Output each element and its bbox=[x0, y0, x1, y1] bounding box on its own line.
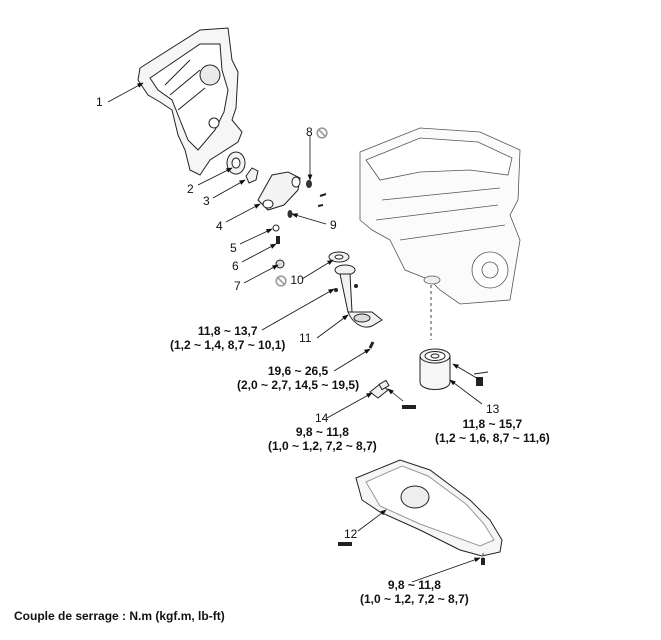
part-label-2: 2 bbox=[187, 182, 194, 196]
torque-alt: (1,0 ~ 1,2, 7,2 ~ 8,7) bbox=[268, 439, 377, 453]
sealant-tube-icon bbox=[338, 542, 352, 546]
oil-pump-inner-rotor-part bbox=[245, 167, 259, 184]
torque-nm: 11,8 ~ 13,7 bbox=[197, 324, 258, 338]
torque-alt: (1,0 ~ 1,2, 7,2 ~ 8,7) bbox=[360, 592, 469, 606]
part-label-3: 3 bbox=[203, 194, 210, 208]
relief-valve-part bbox=[272, 224, 280, 232]
torque-spec-oil-filter: 11,8 ~ 15,7 (1,2 ~ 1,6, 8,7 ~ 11,6) bbox=[435, 417, 550, 445]
o-ring-part bbox=[287, 210, 293, 218]
torque-nm: 19,6 ~ 26,5 bbox=[267, 364, 329, 378]
torque-units-caption: Couple de serrage : N.m (kgf.m, lb-ft) bbox=[14, 609, 225, 623]
drain-bolt-part bbox=[481, 558, 485, 565]
part-label-12: 12 bbox=[344, 527, 358, 541]
leader-lines bbox=[107, 82, 483, 583]
timing-chain-cover-part bbox=[137, 27, 243, 176]
torque-alt: (1,2 ~ 1,6, 8,7 ~ 11,6) bbox=[435, 431, 550, 445]
torque-nm: 9,8 ~ 11,8 bbox=[387, 578, 441, 592]
oil-pan-part bbox=[355, 459, 503, 557]
part-number: 10 bbox=[290, 273, 304, 288]
torque-spec-oil-pan: 9,8 ~ 11,8 (1,0 ~ 1,2, 7,2 ~ 8,7) bbox=[360, 578, 469, 606]
relief-plug-part bbox=[275, 259, 285, 269]
oil-pump-cover-part bbox=[257, 171, 301, 211]
oil-filter-part bbox=[419, 348, 451, 390]
oil-seal-part bbox=[306, 180, 312, 188]
part-label-8: 8 bbox=[306, 126, 328, 139]
part-label-5: 5 bbox=[230, 241, 237, 255]
torque-alt: (1,2 ~ 1,4, 8,7 ~ 10,1) bbox=[170, 338, 286, 352]
torque-nm: 11,8 ~ 15,7 bbox=[462, 417, 523, 431]
prohibited-circle-icon bbox=[275, 275, 287, 287]
prohibited-circle-icon bbox=[316, 127, 328, 139]
part-label-14: 14 bbox=[315, 411, 329, 425]
torque-nm: 9,8 ~ 11,8 bbox=[295, 425, 349, 439]
part-number: 8 bbox=[306, 125, 313, 140]
oil-pressure-switch-part bbox=[369, 379, 390, 399]
oil-screen-gasket-part bbox=[328, 251, 350, 263]
part-label-6: 6 bbox=[232, 259, 239, 273]
sealant-tube-icon bbox=[402, 405, 416, 409]
torque-spec-drain-plug: 19,6 ~ 26,5 (2,0 ~ 2,7, 14,5 ~ 19,5) bbox=[237, 364, 359, 392]
part-label-13: 13 bbox=[486, 402, 500, 416]
relief-spring-part bbox=[276, 236, 280, 244]
part-label-4: 4 bbox=[216, 219, 223, 233]
oil-can-icon bbox=[473, 371, 489, 386]
torque-alt: (2,0 ~ 2,7, 14,5 ~ 19,5) bbox=[237, 378, 360, 392]
oil-screen-part bbox=[334, 264, 383, 328]
part-label-7: 7 bbox=[234, 279, 241, 293]
bolt-part bbox=[317, 193, 327, 207]
part-label-10: 10 bbox=[275, 274, 304, 287]
torque-spec-pressure-switch: 9,8 ~ 11,8 (1,0 ~ 1,2, 7,2 ~ 8,7) bbox=[268, 425, 377, 453]
part-label-1: 1 bbox=[96, 95, 103, 109]
part-label-9: 9 bbox=[330, 218, 337, 232]
drain-plug-part bbox=[368, 341, 375, 349]
engine-block-part bbox=[359, 127, 521, 305]
torque-spec-oil-screen: 11,8 ~ 13,7 (1,2 ~ 1,4, 8,7 ~ 10,1) bbox=[170, 324, 285, 352]
oil-pump-outer-rotor-part bbox=[226, 151, 246, 175]
part-label-11: 11 bbox=[299, 331, 312, 345]
